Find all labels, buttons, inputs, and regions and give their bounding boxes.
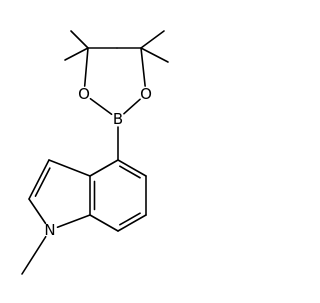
bond-a9-a10-inner: [119, 212, 141, 226]
bond-a5-a15: [140, 47, 146, 87]
bond-a18-a7: [89, 159, 119, 177]
bond-a15-a17: [140, 47, 169, 63]
bond-a6-a5: [123, 98, 141, 115]
bond-a7-a8-inner: [119, 165, 141, 179]
bond-a13-a11: [56, 214, 91, 228]
atom-label-n: N: [44, 221, 55, 239]
bond-a0-a1: [70, 30, 89, 49]
atom-label-o: O: [78, 85, 90, 103]
bond-a14-a13: [28, 198, 47, 225]
bond-a10-a11: [89, 214, 119, 232]
bond-a4-a6: [89, 97, 113, 116]
bond-a15-a16: [140, 30, 165, 49]
bond-a18-a19: [48, 159, 91, 177]
bond-a9-a10: [117, 214, 147, 232]
atom-label-o: O: [140, 85, 152, 103]
bond-a0-a4: [83, 47, 89, 87]
bond-a7-a8: [117, 159, 147, 177]
bond-a0-a2: [64, 47, 89, 61]
atom-label-b: B: [113, 110, 123, 128]
bond-layer: [21, 30, 169, 275]
bond-a19-a14-inner: [34, 167, 51, 197]
bond-a13-a12: [21, 235, 47, 275]
bond-a19-a14: [28, 159, 50, 200]
